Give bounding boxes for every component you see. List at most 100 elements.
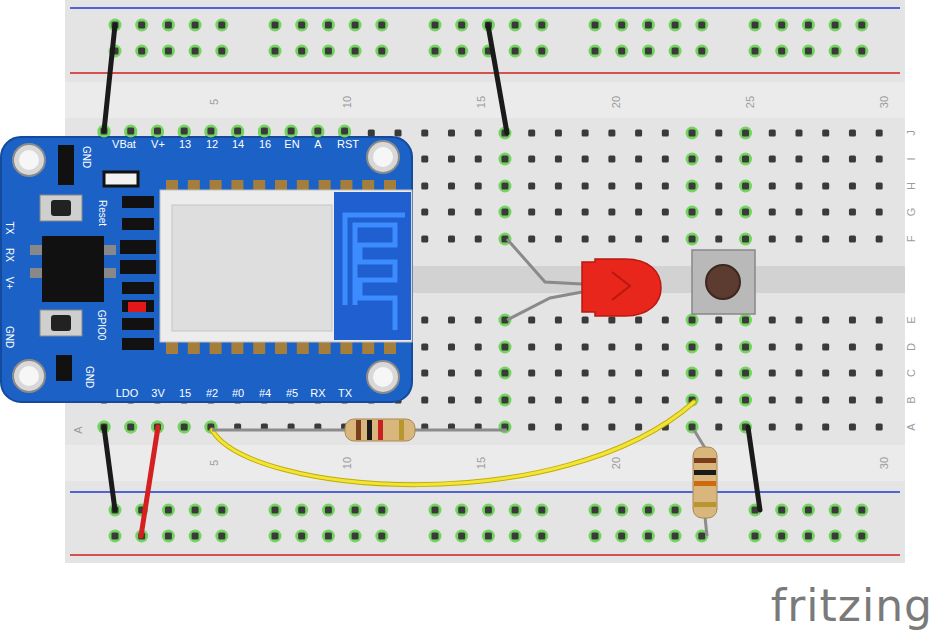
pin-label: V+ bbox=[151, 139, 165, 150]
breadboard-hole bbox=[618, 22, 625, 29]
esp8266-board bbox=[1, 137, 412, 402]
smd-part bbox=[104, 172, 138, 186]
breadboard-hole bbox=[378, 507, 385, 514]
reset-button bbox=[40, 195, 82, 221]
breadboard-hole bbox=[555, 344, 562, 351]
breadboard-hole bbox=[662, 236, 669, 243]
breadboard-hole bbox=[181, 424, 188, 431]
smd-part bbox=[122, 318, 154, 330]
breadboard-hole bbox=[849, 344, 856, 351]
breadboard-hole bbox=[448, 397, 455, 404]
breadboard-hole bbox=[876, 156, 883, 163]
hole-highlight bbox=[739, 394, 752, 407]
breadboard-hole bbox=[512, 48, 519, 55]
resistor-band bbox=[367, 420, 372, 440]
breadboard-hole bbox=[352, 533, 359, 540]
hole-highlight bbox=[739, 127, 752, 140]
hole-highlight bbox=[775, 530, 788, 543]
watermark: fritzing bbox=[771, 584, 933, 628]
breadboard-hole bbox=[582, 183, 589, 190]
resistor-body bbox=[693, 447, 717, 518]
breadboard-hole bbox=[689, 236, 696, 243]
breadboard-hole bbox=[528, 317, 535, 324]
hole-highlight bbox=[498, 180, 511, 193]
breadboard-hole bbox=[448, 236, 455, 243]
hole-highlight bbox=[135, 19, 148, 32]
breadboard-hole bbox=[582, 344, 589, 351]
resistor-symbol bbox=[693, 447, 717, 518]
breadboard-hole bbox=[555, 209, 562, 216]
breadboard-hole bbox=[325, 22, 332, 29]
hole-highlight bbox=[322, 19, 335, 32]
breadboard-hole bbox=[181, 424, 188, 431]
chip-pin bbox=[104, 268, 116, 278]
smd-part bbox=[120, 260, 156, 274]
breadboard-hole bbox=[822, 370, 829, 377]
hole-highlight bbox=[749, 45, 762, 58]
breadboard-hole bbox=[272, 507, 279, 514]
hole-highlight bbox=[509, 45, 522, 58]
breadboard-hole bbox=[635, 397, 642, 404]
hole-highlight bbox=[124, 421, 137, 434]
hole-highlight bbox=[739, 153, 752, 166]
breadboard-hole bbox=[608, 130, 615, 137]
hole-highlight bbox=[498, 421, 511, 434]
hole-highlight bbox=[669, 530, 682, 543]
breadboard-hole bbox=[822, 397, 829, 404]
breadboard-hole bbox=[192, 507, 199, 514]
breadboard-hole bbox=[635, 236, 642, 243]
breadboard-hole bbox=[608, 397, 615, 404]
breadboard-hole bbox=[528, 344, 535, 351]
breadboard-hole bbox=[421, 156, 428, 163]
hole-highlight bbox=[535, 45, 548, 58]
breadboard-hole bbox=[538, 507, 545, 514]
hole-highlight bbox=[178, 125, 191, 138]
row-letter: G bbox=[906, 208, 917, 217]
row-letter: J bbox=[906, 130, 917, 136]
breadboard-hole bbox=[689, 344, 696, 351]
breadboard-hole bbox=[432, 507, 439, 514]
hole-highlight bbox=[855, 504, 868, 517]
smd-part bbox=[122, 300, 154, 312]
hole-highlight bbox=[749, 530, 762, 543]
hole-highlight bbox=[642, 530, 655, 543]
hole-highlight bbox=[686, 127, 699, 140]
breadboard-hole bbox=[127, 424, 134, 431]
breadboard-hole bbox=[769, 156, 776, 163]
pin-label: RX bbox=[4, 248, 14, 262]
breadboard-hole bbox=[475, 344, 482, 351]
resistor-band bbox=[356, 420, 361, 440]
smd-part bbox=[122, 282, 154, 294]
gpio0-button bbox=[51, 315, 71, 331]
breadboard-hole bbox=[448, 156, 455, 163]
hole-highlight bbox=[482, 504, 495, 517]
hole-highlight bbox=[749, 19, 762, 32]
breadboard-hole bbox=[288, 128, 295, 135]
breadboard-number: 20 bbox=[611, 96, 622, 108]
smd-part bbox=[58, 145, 74, 185]
breadboard-hole bbox=[582, 236, 589, 243]
led-lead bbox=[507, 239, 582, 284]
breadboard-hole bbox=[432, 22, 439, 29]
pin-label: RST bbox=[337, 139, 359, 150]
breadboard-hole bbox=[608, 209, 615, 216]
breadboard-hole bbox=[582, 424, 589, 431]
hole-highlight bbox=[109, 530, 122, 543]
button-label: GPIO0 bbox=[96, 310, 106, 341]
hole-highlight bbox=[642, 19, 655, 32]
rail-separator bbox=[65, 445, 905, 481]
esp-module bbox=[160, 190, 412, 342]
breadboard-hole bbox=[672, 533, 679, 540]
breadboard-hole bbox=[822, 209, 829, 216]
breadboard-hole bbox=[501, 156, 508, 163]
breadboard-hole bbox=[352, 48, 359, 55]
hole-highlight bbox=[375, 45, 388, 58]
breadboard-hole bbox=[662, 317, 669, 324]
breadboard-hole bbox=[618, 48, 625, 55]
hole-highlight bbox=[509, 504, 522, 517]
breadboard-hole bbox=[608, 236, 615, 243]
breadboard-hole bbox=[822, 344, 829, 351]
breadboard-hole bbox=[458, 533, 465, 540]
row-letter: C bbox=[906, 369, 917, 377]
breadboard-hole bbox=[538, 22, 545, 29]
